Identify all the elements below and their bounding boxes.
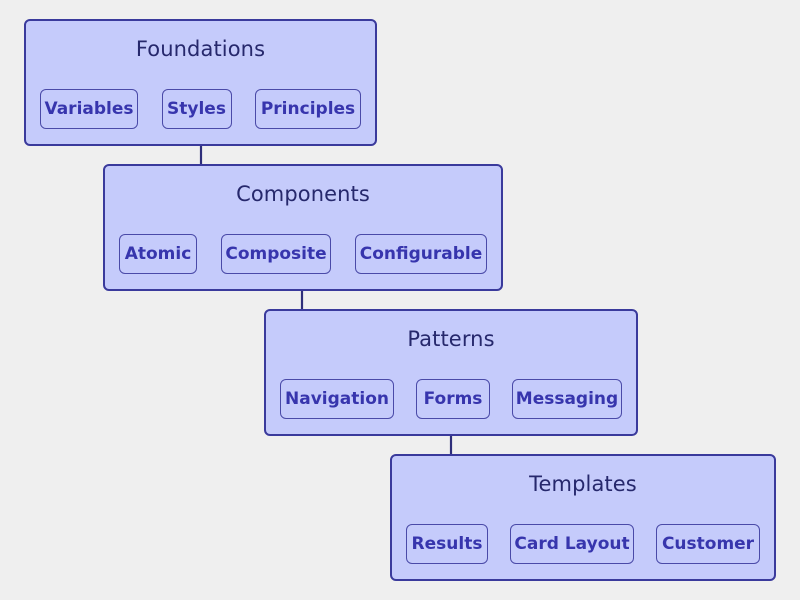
chip-configurable[interactable]: Configurable — [355, 234, 487, 274]
tier-title: Foundations — [135, 37, 266, 61]
chip-row: Navigation Forms Messaging — [280, 379, 622, 419]
tier-title: Patterns — [407, 327, 495, 351]
chip-card-layout[interactable]: Card Layout — [510, 524, 634, 564]
tier-title: Templates — [529, 472, 637, 496]
chip-customer[interactable]: Customer — [656, 524, 760, 564]
tier-patterns: Patterns Navigation Forms Messaging — [264, 309, 638, 436]
chip-styles[interactable]: Styles — [161, 89, 232, 129]
chip-results[interactable]: Results — [406, 524, 488, 564]
chip-navigation[interactable]: Navigation — [280, 379, 394, 419]
chip-row: Atomic Composite Configurable — [119, 234, 487, 274]
chip-forms[interactable]: Forms — [416, 379, 490, 419]
chip-variables[interactable]: Variables — [40, 89, 138, 129]
chip-atomic[interactable]: Atomic — [119, 234, 197, 274]
chip-row: Variables Styles Principles — [40, 89, 361, 129]
tier-title: Components — [236, 182, 370, 206]
chip-messaging[interactable]: Messaging — [512, 379, 622, 419]
chip-row: Results Card Layout Customer — [406, 524, 760, 564]
tier-templates: Templates Results Card Layout Customer — [390, 454, 776, 581]
tier-components: Components Atomic Composite Configurable — [103, 164, 503, 291]
tier-foundations: Foundations Variables Styles Principles — [24, 19, 377, 146]
chip-composite[interactable]: Composite — [221, 234, 331, 274]
chip-principles[interactable]: Principles — [255, 89, 361, 129]
